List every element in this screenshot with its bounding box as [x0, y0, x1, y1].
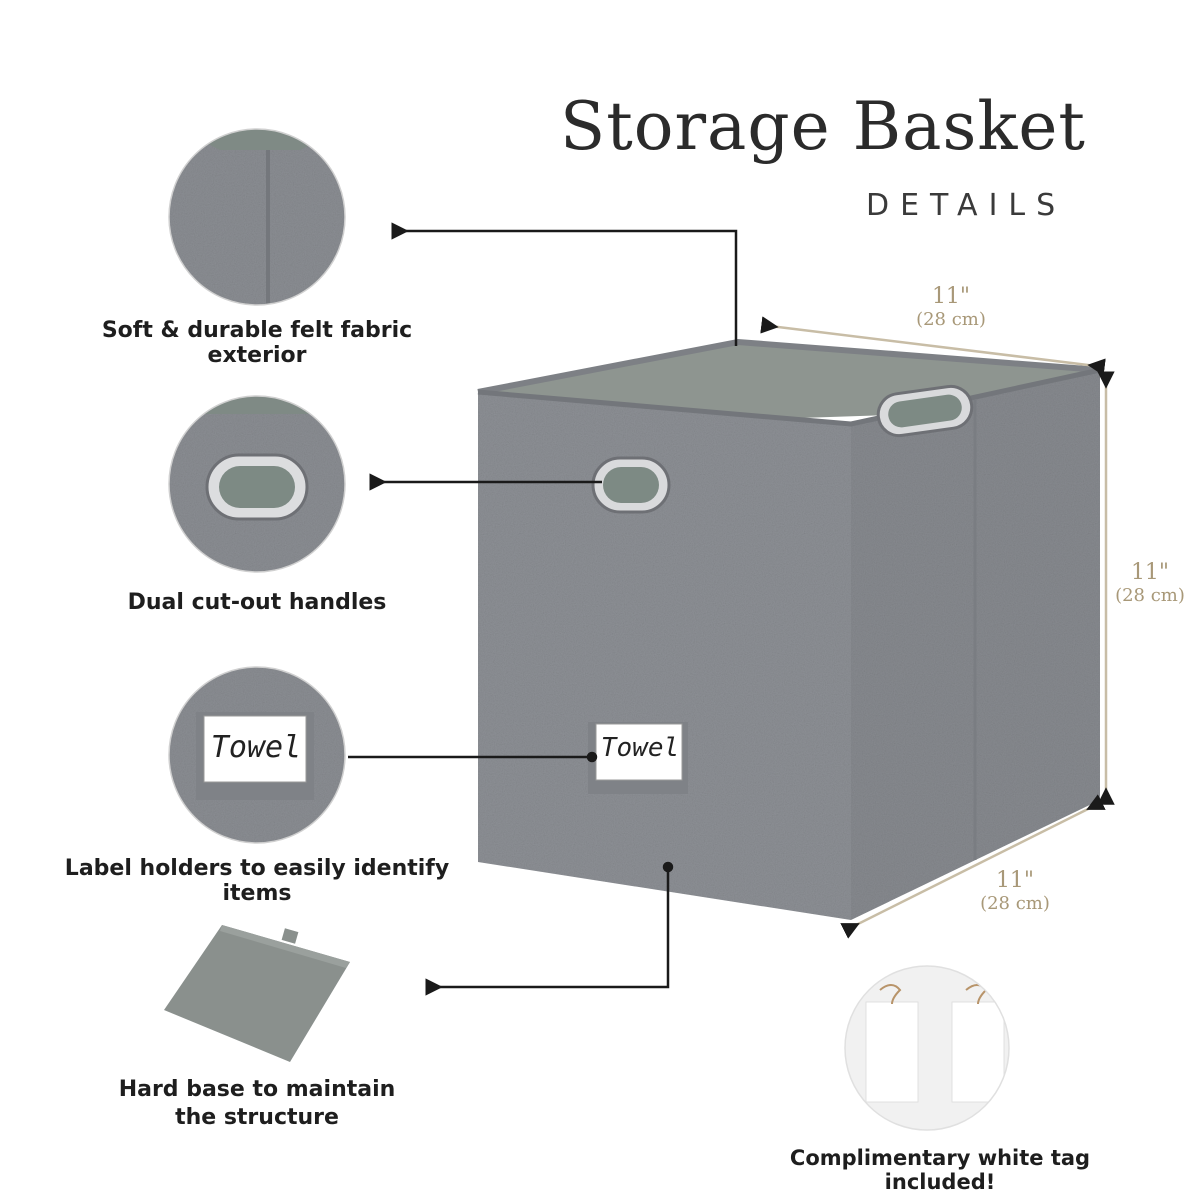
page-subtitle: DETAILS	[866, 188, 1067, 223]
pointer-lines	[348, 222, 738, 996]
detail-label-text: Towel	[210, 730, 302, 765]
page-title: Storage Basket	[560, 88, 1086, 165]
detail-circle-felt	[169, 129, 345, 305]
basket-label-text: Towel	[600, 733, 680, 763]
basket-front-face	[478, 392, 851, 920]
dimension-width-inches: 11"	[931, 284, 971, 309]
basket-front-handle	[591, 456, 671, 514]
tag-circle	[845, 966, 1009, 1130]
feature-label-label-holders: Label holders to easily identify items	[64, 856, 450, 906]
storage-basket	[477, 338, 1101, 920]
dimension-height: 11" (28 cm)	[1100, 560, 1200, 606]
dimension-width-cm: (28 cm)	[916, 309, 986, 330]
feature-label-handles: Dual cut-out handles	[127, 590, 387, 615]
dimension-height-cm: (28 cm)	[1115, 585, 1185, 606]
detail-circle-label	[169, 667, 345, 843]
basket-label-holder	[588, 722, 688, 794]
dimension-depth-cm: (28 cm)	[980, 893, 1050, 914]
dimension-lines	[760, 316, 1115, 939]
dimension-depth-inches: 11"	[995, 868, 1035, 893]
dimension-height-inches: 11"	[1130, 560, 1170, 585]
hard-base-board	[164, 925, 350, 1062]
feature-label-hard-base: Hard base to maintain the structure	[118, 1077, 396, 1130]
detail-circle-handle	[169, 396, 345, 572]
dimension-depth: 11" (28 cm)	[960, 868, 1070, 914]
tag-caption: Complimentary white tag included!	[789, 1146, 1091, 1194]
dimension-width: 11" (28 cm)	[896, 284, 1006, 330]
feature-label-felt: Soft & durable felt fabric exterior	[101, 318, 413, 368]
basket-side-handle	[876, 384, 974, 438]
